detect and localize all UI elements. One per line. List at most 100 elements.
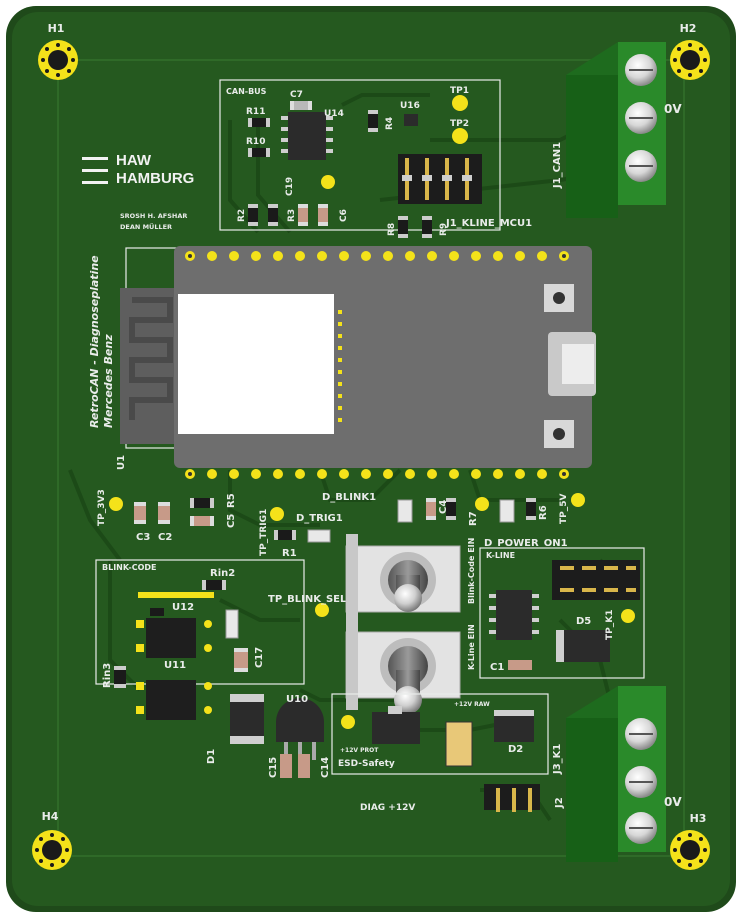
label-h4: H4 [42,810,59,823]
u10-regulator [276,698,324,760]
label-tp-blink: TP_BLINK_SEL [268,594,347,605]
board-title-line2: Mercedes Benz [102,334,115,428]
label-r5: R5 [226,493,237,508]
c14-part [298,754,310,778]
label-r1: R1 [282,548,297,559]
label-r2: R2 [237,209,247,222]
tp-k-pad [475,497,489,511]
label-d-blink: D_BLINK1 [322,492,376,503]
u14-chip [288,112,326,160]
haw-logo: HAW HAMBURG [82,152,194,187]
label-tp-k1: TP_K1 [605,610,615,640]
esd-safety-outline [331,693,549,775]
label-c4: C4 [438,500,449,514]
label-r4: R4 [385,117,395,130]
label-c7: C7 [290,90,303,100]
blink-code-label: BLINK-CODE [102,563,156,572]
can-bus-label: CAN-BUS [226,87,267,96]
logo-line1: HAW [116,152,152,169]
label-switch-blink: Blink-Code EIN [467,538,476,604]
can-bus-outline [219,79,501,231]
board-title-line1: RetroCAN - Diagnoseplatine [88,255,101,428]
k-line-label: K-LINE [486,551,515,560]
optocoupler-u12 [136,592,214,658]
mounting-hole-h1 [38,40,78,80]
esd-diode [372,712,420,744]
label-diag: DIAG +12V [360,803,415,813]
label-d5: D5 [576,616,591,627]
tp-prot-pad [341,715,355,729]
label-r10: R10 [246,137,265,147]
blink-code-outline [95,559,305,685]
label-j1-kline: J1_KLINE_MCU1 [445,218,532,229]
k1-terminal-block [566,686,666,862]
label-switch-kline: K-Line EIN [467,624,476,670]
author-2: DEAN MÜLLER [120,222,172,231]
label-u10: U10 [286,694,308,705]
label-0v-bottom: 0V [664,795,682,809]
label-c6: C6 [339,209,349,222]
label-tp-trig1: TP_TRIG1 [259,509,269,556]
label-c19: C19 [285,177,295,196]
can-terminal-block [566,42,666,218]
tp-5v-pad [571,493,585,507]
label-j3-k1: J3_K1 [552,744,563,775]
label-h1: H1 [48,22,65,35]
mounting-hole-h2 [670,40,710,80]
label-tp-5v: TP_5V [559,494,569,524]
tp-3v3-pad [109,497,123,511]
smd-parts-blink [114,580,264,744]
label-r8: R8 [387,223,397,236]
toggle-switch-blink [345,534,461,624]
tp-k1-pad [621,609,635,623]
author-1: SROSH H. AFSHAR [120,212,187,220]
label-r6: R6 [538,505,549,520]
label-u1: U1 [116,455,127,470]
label-h2: H2 [680,22,697,35]
label-r9: R9 [439,223,449,236]
label-u11: U11 [164,660,186,671]
d5-band [556,630,564,662]
kline-mcu-header [398,154,482,204]
tp-trig1-pad [270,507,284,521]
label-tp2: TP2 [450,119,469,129]
smd-parts-left [134,498,536,543]
c1-part [508,660,532,670]
tp2-pad [452,128,468,144]
optocoupler-u11 [136,680,212,720]
label-rin3: Rin3 [102,663,113,688]
c15-part [280,754,292,778]
logo-line2: HAMBURG [116,170,194,187]
label-c15: C15 [268,757,279,778]
label-h3: H3 [690,812,707,825]
tp-can-pad [321,175,335,189]
label-c3: C3 [136,532,150,543]
esp32-module [120,246,596,479]
diag-header-j2 [484,784,540,812]
label-u16: U16 [400,101,420,111]
d2-band [494,710,534,716]
label-r7: R7 [468,511,479,526]
smd-parts-can [248,101,432,238]
k-line-outline [479,547,645,679]
label-tp1: TP1 [450,86,469,96]
polyfuse [445,721,473,767]
board-inner-frame [57,59,685,857]
d5-part [556,630,610,662]
label-j2: J2 [554,797,565,809]
label-d-trig: D_TRIG1 [296,513,343,524]
label-rin2: Rin2 [210,568,235,579]
label-d2: D2 [508,744,523,755]
mounting-hole-h4 [32,830,72,870]
tp-blink-sel-pad [315,603,329,617]
label-c1: C1 [490,662,504,673]
label-12v-raw: +12V RAW [454,701,490,708]
esd-safety-label: ESD-Safety [338,759,395,769]
label-r11: R11 [246,107,265,117]
mounting-hole-h3 [670,830,710,870]
label-d-power: D_POWER_ON1 [484,538,568,549]
label-c5: C5 [226,514,237,528]
label-u12: U12 [172,602,194,613]
label-j1-can: J1_CAN1 [552,142,563,189]
